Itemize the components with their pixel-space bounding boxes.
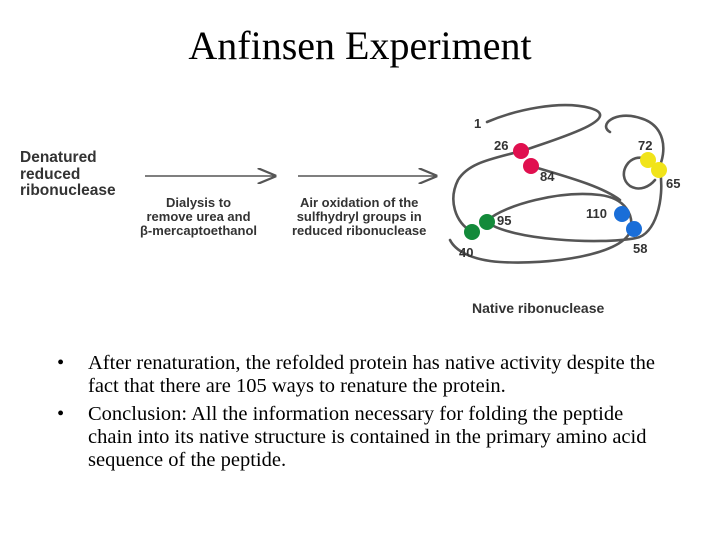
residue-label-110: 110	[586, 206, 607, 221]
residue-label-58: 58	[633, 241, 647, 256]
bullet-marker: •	[57, 352, 65, 374]
cys40-green-circle	[464, 224, 480, 240]
cys26-red-circle	[513, 143, 529, 159]
cys84-red-circle	[523, 158, 539, 174]
residue-label-26: 26	[494, 138, 508, 153]
residue-label-1: 1	[474, 116, 481, 131]
bullet-item: • Conclusion: All the information necessa…	[57, 403, 657, 473]
peptide-chain	[448, 103, 665, 264]
residue-label-72: 72	[638, 138, 652, 153]
bullet-text: After renaturation, the refolded protein…	[88, 352, 655, 398]
cys110-blue-circle	[614, 206, 630, 222]
cys95-green-circle	[479, 214, 495, 230]
cys65-yellow-circle	[651, 162, 667, 178]
dialysis-step-label: Dialysis to remove urea and β-mercaptoet…	[140, 195, 258, 238]
cys72-yellow-circle	[640, 152, 656, 168]
slide-title: Anfinsen Experiment	[188, 23, 532, 68]
cys58-blue-circle	[626, 221, 642, 237]
bullet-text: Conclusion: All the information necessar…	[88, 402, 647, 472]
residue-label-40: 40	[459, 245, 473, 260]
residue-label-84: 84	[540, 169, 555, 184]
residue-label-65: 65	[666, 176, 680, 191]
bullet-list: • After renaturation, the refolded protei…	[57, 352, 657, 477]
residue-label-95: 95	[497, 213, 511, 228]
bullet-marker: •	[57, 402, 65, 425]
native-ribonuclease-label: Native ribonuclease	[472, 300, 605, 316]
bullet-item: • After renaturation, the refolded protei…	[57, 352, 657, 399]
denatured-label: Denatured reduced ribonuclease	[20, 149, 116, 200]
air-oxidation-step-label: Air oxidation of the sulfhydryl groups i…	[292, 195, 427, 238]
